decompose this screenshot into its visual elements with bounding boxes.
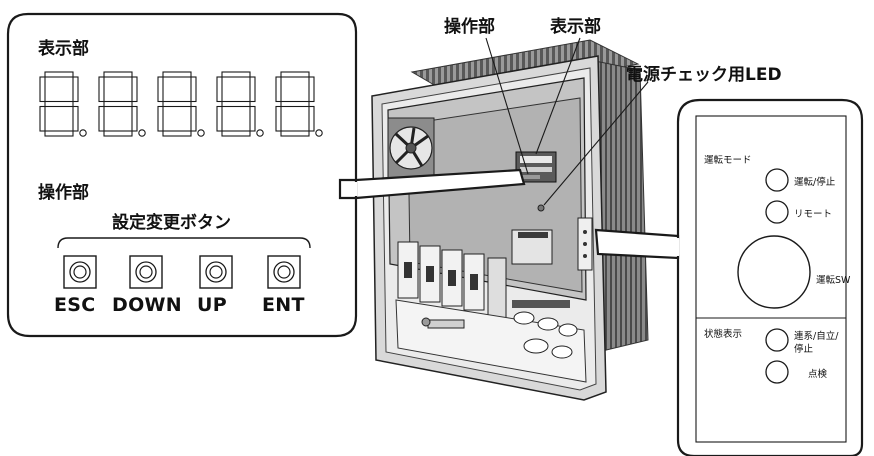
display-digit-2 <box>98 71 146 137</box>
display-digit-3 <box>157 71 205 137</box>
device-power-led <box>537 204 545 212</box>
run-mode-label: 運転モード <box>704 155 752 166</box>
display-section-title: 表示部 <box>38 39 89 59</box>
display-digit-5 <box>275 71 323 137</box>
remote-indicator <box>765 200 789 224</box>
left-callout-panel <box>6 12 526 338</box>
leader-power-led <box>543 81 649 206</box>
ent-button[interactable] <box>267 255 301 289</box>
grid-status-label-line2: 停止 <box>794 344 814 355</box>
down-button-label: DOWN <box>112 294 182 316</box>
up-button[interactable] <box>199 255 233 289</box>
run-stop-indicator <box>765 168 789 192</box>
right-callout-pointer <box>594 228 680 260</box>
device-terminal-strip <box>511 229 553 265</box>
grid-status-label-line1: 連系/自立/ <box>794 331 839 342</box>
remote-label: リモート <box>794 209 833 220</box>
down-button[interactable] <box>129 255 163 289</box>
inspection-indicator <box>765 360 789 384</box>
cooling-fan <box>387 117 435 179</box>
ent-button-label: ENT <box>262 294 305 316</box>
up-button-label: UP <box>197 294 227 316</box>
inspection-label: 点検 <box>808 369 828 380</box>
power-conditioner-illustration <box>371 39 649 401</box>
callout-leader-lines <box>485 37 649 206</box>
status-display-label: 状態表示 <box>704 329 743 340</box>
callout-display-label: 表示部 <box>550 17 601 37</box>
leader-display <box>535 37 581 155</box>
callout-power-led-label: 電源チェック用LED <box>626 65 782 85</box>
operation-section-title: 操作部 <box>38 183 89 203</box>
seven-segment-display <box>39 71 323 137</box>
display-digit-1 <box>39 71 87 137</box>
device-breakers <box>397 241 507 319</box>
bottom-handle <box>427 319 465 329</box>
grid-status-indicator <box>765 328 789 352</box>
run-stop-label: 運転/停止 <box>794 177 836 188</box>
run-sw-button[interactable] <box>737 235 811 309</box>
leader-operation <box>485 37 529 175</box>
esc-button-label: ESC <box>54 294 96 316</box>
display-digit-4 <box>216 71 264 137</box>
cable-glands <box>512 300 578 359</box>
esc-button[interactable] <box>63 255 97 289</box>
settings-buttons-caption: 設定変更ボタン <box>112 213 231 233</box>
run-sw-label: 運転SW <box>816 275 851 286</box>
callout-operation-label: 操作部 <box>444 17 495 37</box>
buttons-bracket <box>57 237 311 249</box>
